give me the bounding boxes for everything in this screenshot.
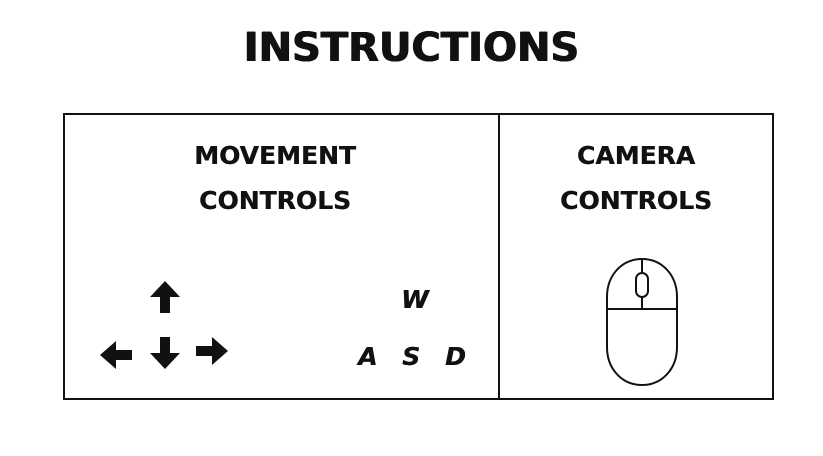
camera-heading-line2: CONTROLS <box>559 186 712 215</box>
key-d: D <box>445 342 466 371</box>
camera-heading-line1: CAMERA <box>576 141 696 170</box>
camera-controls-panel: CAMERA CONTROLS <box>498 113 774 400</box>
movement-heading-line1: MOVEMENT <box>194 141 356 170</box>
key-s: S <box>402 342 421 371</box>
instructions-title: INSTRUCTIONS <box>243 25 580 71</box>
mouse-icon <box>606 257 678 387</box>
key-a: A <box>358 342 378 371</box>
arrow-down-icon <box>150 337 180 369</box>
movement-controls-panel: MOVEMENT CONTROLS W A S D <box>63 113 501 400</box>
arrow-left-icon <box>100 341 132 369</box>
arrow-right-icon <box>196 337 228 365</box>
movement-heading-line2: CONTROLS <box>198 186 351 215</box>
arrow-up-icon <box>150 281 180 313</box>
movement-controls-heading: MOVEMENT CONTROLS <box>173 133 377 223</box>
camera-controls-heading: CAMERA CONTROLS <box>500 133 772 223</box>
key-w: W <box>401 285 429 314</box>
